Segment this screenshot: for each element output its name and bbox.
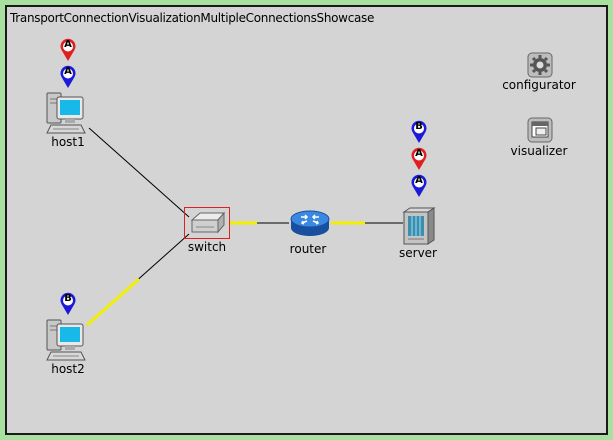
router-label: router [289, 242, 327, 256]
map-pin-icon [60, 292, 76, 315]
host2-marker-blue-label: B [64, 293, 72, 304]
link-host2-switch-highlight [86, 277, 140, 327]
server-marker-blue-bottom: A [410, 174, 428, 202]
host1-marker-red: A [59, 38, 77, 66]
map-pin-icon [60, 38, 76, 61]
map-pin-icon [411, 174, 427, 197]
gear-icon [527, 52, 553, 78]
host1[interactable] [45, 91, 87, 137]
switch-icon [190, 211, 226, 234]
window-icon [527, 117, 553, 143]
host2-label: host2 [51, 362, 85, 376]
network-title: TransportConnectionVisualizationMultiple… [10, 11, 375, 25]
server-marker-red-label: A [415, 148, 423, 159]
configurator-label: configurator [502, 78, 576, 92]
router-icon [290, 210, 330, 236]
host1-marker-blue: A [59, 65, 77, 93]
host1-marker-blue-label: A [64, 66, 72, 77]
link-host1-switch[interactable] [88, 127, 190, 218]
server-marker-blue-bottom-label: A [415, 175, 423, 186]
map-pin-icon [60, 65, 76, 88]
computer-icon [46, 319, 86, 361]
server-marker-blue-top-label: B [415, 121, 423, 132]
links-layer [86, 127, 403, 327]
switch[interactable] [188, 210, 226, 236]
server-icon [402, 207, 436, 245]
switch-selection-box [184, 207, 230, 239]
server-label: server [399, 246, 437, 260]
map-pin-icon [411, 120, 427, 143]
network-canvas[interactable]: TransportConnectionVisualizationMultiple… [5, 5, 608, 435]
server[interactable] [402, 206, 436, 246]
host2[interactable] [45, 318, 87, 364]
configurator[interactable] [527, 52, 553, 78]
router[interactable] [289, 209, 331, 239]
map-pin-icon [411, 147, 427, 170]
server-marker-blue-top: B [410, 120, 428, 148]
host2-marker-blue: B [59, 292, 77, 320]
switch-label: switch [187, 240, 227, 254]
host1-marker-red-label: A [64, 39, 72, 50]
host1-label: host1 [51, 135, 85, 149]
visualizer[interactable] [527, 117, 553, 143]
computer-icon [46, 92, 86, 134]
server-marker-red: A [410, 147, 428, 175]
visualizer-label: visualizer [510, 144, 568, 158]
